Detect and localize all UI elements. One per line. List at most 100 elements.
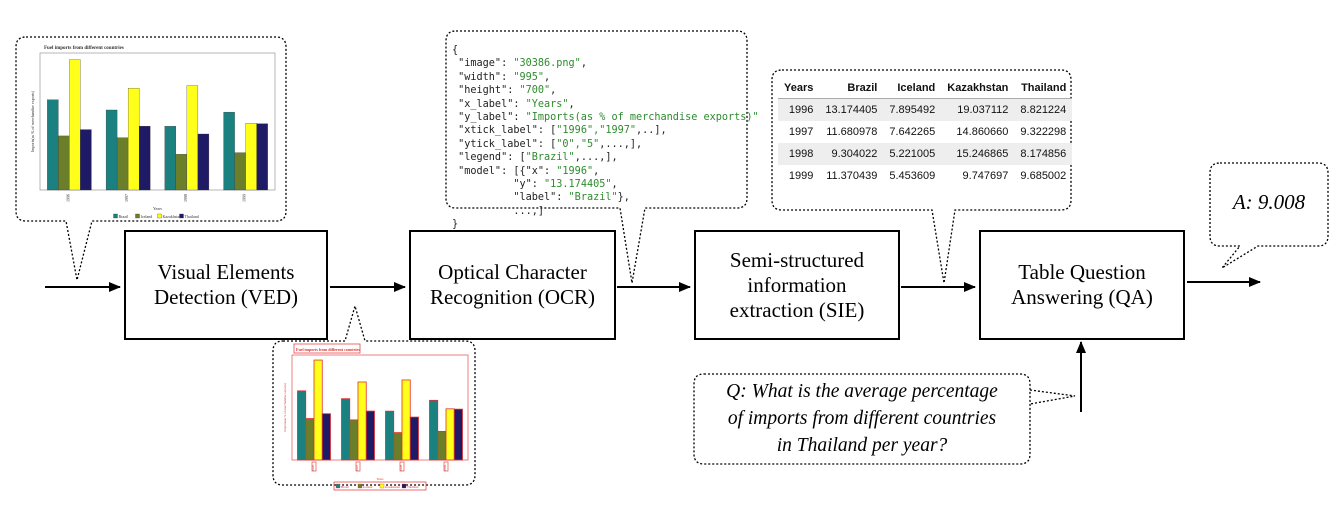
bar-thailand-1996 [321,413,331,461]
table-row: 1999 11.370439 5.453609 9.747697 9.685002 [778,165,1072,187]
ved-label-line1: Visual Elements [157,260,295,284]
json-punct: , [544,71,551,83]
json-value: "Years" [525,98,569,110]
table-header-cell: Kazakhstan [941,78,1015,99]
question-line-3: in Thailand per year? [776,435,948,456]
json-punct: , [580,58,587,70]
json-key: "width": [452,71,514,83]
table-cell: 9.747697 [962,170,1009,182]
x-tick-label: 1999 [242,194,247,202]
legend-label: Brazil [341,485,349,489]
bar-kazakhstan-1999 [445,408,455,461]
answer-callout [1209,162,1329,269]
bar-iceland-1997 [116,137,129,191]
json-key: ...,] [452,205,545,217]
json-punct: , [550,85,557,97]
bar-brazil-1999 [223,111,235,191]
json-value: "995" [513,71,545,83]
table-cell: 11.680978 [826,126,878,138]
json-punct: , [593,165,600,177]
json-line: "ytick_label": ["0","5",...,], [452,138,759,151]
json-line: "label": "Brazil"}, [452,191,759,204]
table-header-cell: Iceland [883,78,942,99]
json-key: "image": [452,58,514,70]
table-cell: 9.685002 [1020,170,1067,182]
title-detect-box [293,343,361,354]
question-text: Q: What is the average percentage of imp… [694,378,1030,459]
table-header-cell: Years [778,78,820,99]
json-brace-close: } [452,219,459,231]
json-key: "xtick_label": [ [452,125,557,137]
x-tick-label: 1997 [124,194,129,202]
json-value: "Brazil" [525,152,575,164]
x-tick-label: 1998 [183,194,188,202]
bar-iceland-1997 [349,419,359,461]
legend-swatch-kazakhstan [379,483,385,489]
tick-detect-box [311,461,317,472]
x-tick-label: 1996 [311,464,315,471]
ocr-label-line1: Optical Character [438,260,587,284]
legend-label: Kazakhstan [385,485,400,489]
bar-thailand-1997 [365,410,375,461]
table-cell: 1997 [788,126,814,138]
bar-kazakhstan-1998 [401,379,411,461]
sie-output-callout [771,69,1072,284]
table-cell: 8.174856 [1014,143,1073,165]
json-punct: , [568,98,575,110]
json-punct: ,..], [636,125,667,137]
json-brace-open: { [452,45,459,56]
chart-title: Fuel imports from different countries [44,46,124,51]
json-line: "image": "30386.png", [452,57,759,70]
plot-frame [291,354,469,461]
legend-swatch-kazakhstan [157,213,162,219]
table-cell: 1999 [788,170,814,182]
table-header-cell: Thailand [1014,78,1073,99]
json-line: "model": [{"x": "1996", [452,165,759,178]
bar-iceland-1998 [393,432,403,461]
json-value: "1996" [556,165,594,177]
json-key: "height": [452,85,520,97]
detected-bar-chart: Fuel imports from different countriesImp… [283,343,469,491]
table-header-cell: Brazil [819,78,884,99]
table-cell: 5.453609 [889,170,936,182]
json-punct: ,...,], [599,138,643,150]
json-key: "y": [452,179,545,191]
json-value: "30386.png" [513,58,581,70]
x-tick-label: 1997 [355,464,359,471]
legend-label: Thailand [407,485,419,489]
bar-iceland-1999 [234,152,246,191]
bar-brazil-1997 [105,109,118,191]
bar-kazakhstan-1999 [245,123,257,191]
json-line: "xtick_label": ["1996","1997",..], [452,124,759,137]
answer-text: A: 9.008 [1232,190,1306,214]
json-value: "Brazil" [568,192,618,204]
json-line: "width": "995", [452,71,759,84]
sie-label-line3: extraction (SIE) [729,297,865,322]
json-punct: , [611,179,618,191]
bar-kazakhstan-1997 [127,88,140,191]
table-cell: 11.370439 [826,170,878,182]
bar-kazakhstan-1996 [313,359,323,461]
legend-detect-box [333,481,427,491]
table-cell: 19.037112 [941,98,1015,121]
bar-thailand-1996 [80,129,92,191]
y-axis-label: Imports(as % of merchandise exports) [283,383,287,432]
json-line: "x_label": "Years", [452,98,759,111]
bar-kazakhstan-1997 [357,381,367,461]
bar-iceland-1999 [437,430,447,461]
bar-iceland-1996 [305,418,315,461]
legend-label: Thailand [185,214,199,219]
bar-brazil-1997 [341,398,351,461]
bar-iceland-1998 [175,154,188,191]
json-key: "ytick_label": [ [452,138,557,150]
x-tick-label: 1999 [443,464,447,471]
bar-iceland-1996 [58,135,70,191]
bar-brazil-1998 [385,410,395,461]
table-cell: 1998 [778,143,820,165]
